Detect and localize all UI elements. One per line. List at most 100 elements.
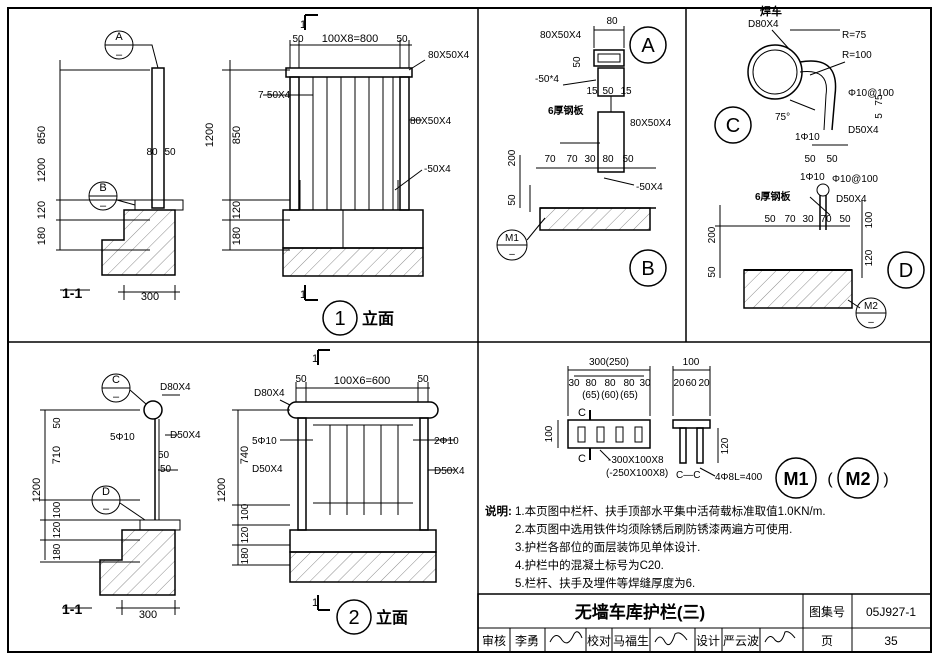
v2-section-mark-bottom: 1 [312, 597, 318, 609]
v2e-bar3: 2Φ10 [434, 436, 459, 447]
detail-a-label: A [115, 31, 123, 43]
detail-a-d15b: 15 [620, 86, 632, 97]
embed-row1-0: 30 [568, 378, 580, 389]
detail-c-angle: 75° [775, 112, 790, 123]
embed-row2-0: (65) [582, 390, 600, 401]
view2-section: 1200 710 50 100 120 180 300 D80X4 D50X4 … [31, 374, 201, 621]
rail-post-label: 80X50X4 [410, 116, 452, 127]
detail-b-label: B [99, 182, 106, 194]
v2-section-label: 1-1 [62, 601, 82, 617]
detail-a-d50b: 50 [602, 86, 614, 97]
v2-section-mark-top: 1 [312, 353, 318, 365]
note-1: 1.本页图中栏杆、扶手顶部水平集中活荷载标准取值1.0KN/m. [515, 504, 826, 518]
embed-row1-4: 30 [639, 378, 651, 389]
detail-a-d200: 200 [507, 149, 518, 166]
v2-dim-180: 180 [52, 543, 63, 560]
detail-a-w80: 80 [606, 16, 618, 27]
detail-a-b: 80 80X50X4 -50*4 50 15 50 15 80X50X4 6厚钢… [497, 16, 672, 286]
detail-d-ref-label: D [102, 486, 110, 498]
v2e-post: D50X4 [252, 464, 283, 475]
detail-d-d100: 100 [864, 211, 875, 228]
detail-d-d70b: 70 [820, 214, 832, 225]
detail-c-r75: R=75 [842, 30, 867, 41]
embed-row3-1: 60 [685, 378, 697, 389]
drawing-title: 无墙车库护栏(三) [574, 602, 705, 622]
page-label: 页 [821, 634, 833, 648]
view1-section: 1200 850 120 180 300 80 50 A – B – 1-1 [36, 31, 183, 303]
embed-h100: 100 [544, 425, 555, 442]
notes: 说明: 1.本页图中栏杆、扶手顶部水平集中活荷载标准取值1.0KN/m. 2.本… [485, 504, 826, 590]
embed-row2-1: (60) [601, 390, 619, 401]
review-label: 审核 [482, 633, 506, 648]
atlas-number: 05J927-1 [866, 605, 916, 619]
embed-cut-bottom: C [578, 453, 586, 465]
title-block: 无墙车库护栏(三) 图集号 05J927-1 审核 李勇 校对 马福生 设计 严… [478, 594, 931, 652]
detail-a-plate-ref: -50*4 [535, 74, 559, 85]
detail-a-d15a: 15 [586, 86, 598, 97]
reviewer-name: 李勇 [515, 633, 539, 648]
check-label: 校对 [587, 633, 611, 648]
v2-dim-300: 300 [139, 609, 157, 621]
v2-pipe: D80X4 [160, 382, 191, 393]
v2e-dim-180: 180 [240, 547, 251, 564]
detail-m2-label: M2 [864, 301, 878, 312]
rail-top-label: 80X50X4 [428, 50, 470, 61]
detail-c-weld: 焊车 [760, 4, 782, 18]
v2e-dim-50b: 50 [417, 374, 429, 385]
sheet-frame [8, 8, 931, 652]
embed-m1: M1 [783, 469, 808, 489]
detail-c-d75: 75 [874, 94, 885, 106]
elev-dim-50b: 50 [396, 34, 408, 45]
view1-elevation: 1200 850 120 180 50 50 100X8=800 80X50X4… [204, 15, 470, 335]
bar-label: 7-50X4 [258, 90, 291, 101]
detail-d-circle-label: D [899, 260, 913, 282]
v2e-dim-50a: 50 [295, 374, 307, 385]
detail-c-d: D80X4 焊车 R=75 R=100 Φ10@100 75° 1Φ10 D50… [707, 4, 924, 328]
dim-50: 50 [164, 147, 176, 158]
embed-plate1: -300X100X8 [608, 455, 664, 466]
detail-c-d50a: 50 [804, 154, 816, 165]
v2-dim-50b: 50 [158, 450, 170, 461]
elev-dim-850: 850 [231, 126, 243, 144]
v2e-dim-740: 740 [239, 446, 251, 464]
v2e-dim-1200: 1200 [216, 478, 228, 502]
detail-a-d30: 30 [584, 154, 596, 165]
dim-180: 180 [36, 227, 48, 245]
embed-h120: 120 [720, 437, 731, 454]
dim-120: 120 [36, 201, 48, 219]
v2e-span-label: 100X6=600 [334, 375, 391, 387]
dim-1200: 1200 [36, 158, 48, 182]
v2e-post3: D50X4 [434, 466, 465, 477]
detail-c-r100: R=100 [842, 50, 872, 61]
section-mark-bottom: 1 [300, 289, 306, 301]
detail-b-circle-label: B [641, 258, 654, 280]
embed-row2-2: (65) [620, 390, 638, 401]
note-2: 2.本页图中选用铁件均须除锈后刷防锈漆两遍方可使用. [515, 522, 792, 536]
elevation-number-1: 1 [334, 308, 345, 330]
detail-d-d70a: 70 [784, 214, 796, 225]
detail-a-steel-plate: 6厚钢板 [548, 104, 585, 117]
embed-plates: 300(250) 30 80 80 80 30 (65) (60) (65) 1… [544, 357, 889, 498]
view2-elevation: 1200 740 100 120 180 50 50 100X6=600 D80… [216, 350, 465, 634]
v2-post: D50X4 [170, 430, 201, 441]
detail-a-sheet: – [116, 49, 123, 61]
elevation-label-2: 立面 [376, 608, 408, 627]
detail-d-ref-sheet: – [103, 503, 110, 515]
v2e-dim-100: 100 [240, 503, 251, 520]
dim-850: 850 [36, 126, 48, 144]
elevation-label-1: 立面 [362, 309, 394, 328]
embed-row1-2: 80 [604, 378, 616, 389]
detail-c-bar: 1Φ10 [795, 132, 820, 143]
detail-c-ref-label: C [112, 374, 120, 386]
embed-plate2: (-250X100X8) [606, 468, 668, 479]
embed-paren-r: ) [883, 471, 888, 488]
note-5: 5.栏杆、扶手及埋件等焊缝厚度为6. [515, 576, 695, 590]
embed-row3-0: 20 [673, 378, 685, 389]
embed-cc: C—C [676, 470, 700, 481]
detail-a-circle-label: A [641, 35, 655, 57]
note-3: 3.护栏各部位的面层装饰见单体设计. [515, 540, 700, 554]
dim-300: 300 [141, 291, 159, 303]
v2e-bar: 5Φ10 [252, 436, 277, 447]
v2-dim-710: 710 [51, 446, 63, 464]
